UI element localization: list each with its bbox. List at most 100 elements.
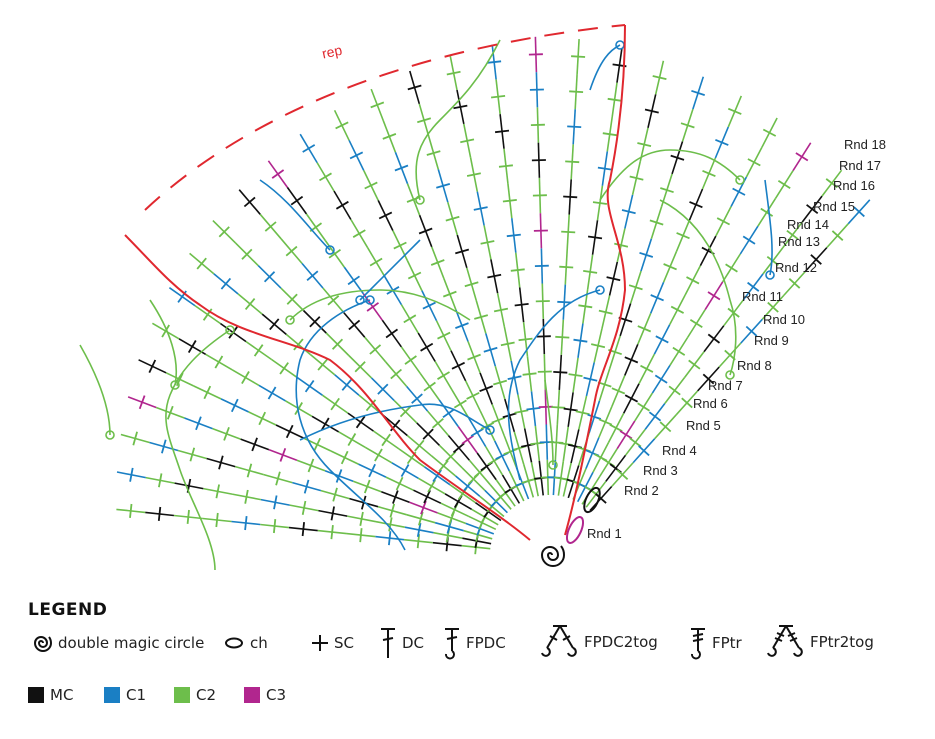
- sc-stitch: [263, 271, 276, 283]
- sc-stitch: [624, 356, 639, 364]
- sc-stitch: [573, 338, 588, 343]
- sc-stitch: [767, 301, 779, 313]
- sc-stitch: [707, 333, 721, 344]
- legend-fptr2tog: FPtr2tog: [766, 622, 874, 662]
- sc-stitch: [707, 291, 721, 301]
- sc-stitch: [422, 428, 434, 440]
- legend-double-magic-circle: double magic circle: [28, 630, 204, 656]
- sc-stitch: [218, 455, 224, 470]
- sc-stitch: [389, 503, 396, 518]
- sc-stitch: [273, 519, 277, 534]
- sc-stitch: [663, 263, 677, 271]
- sc-stitch: [587, 413, 602, 420]
- sc-stitch: [317, 358, 328, 371]
- sc-stitch: [241, 248, 253, 260]
- sc-stitch: [438, 459, 449, 472]
- sc-stitch: [411, 393, 423, 404]
- repeat-lines: [124, 24, 627, 541]
- sc-stitch: [246, 463, 253, 478]
- sc-stitch: [418, 511, 424, 526]
- sc-stitch: [616, 469, 629, 480]
- sc-stitch: [196, 257, 207, 270]
- sc-stitch: [598, 418, 613, 426]
- sc-stitch: [279, 362, 289, 375]
- legend-color-c3: C3: [244, 686, 286, 704]
- sc-stitch: [426, 150, 441, 156]
- dc-icon: [381, 628, 395, 658]
- sc-stitch: [766, 255, 779, 266]
- sc-stitch: [650, 294, 664, 302]
- sc-stitch: [138, 395, 146, 410]
- post-stitch-curve: [295, 299, 406, 551]
- sc-stitch: [230, 398, 239, 413]
- legend-sc: SC: [310, 630, 354, 656]
- sc-stitch: [629, 175, 644, 181]
- post-stitch-curve: [599, 149, 741, 201]
- sc-stitch: [309, 316, 321, 328]
- sc-stitch: [157, 506, 162, 521]
- double-magic-circle-icon: [33, 636, 53, 652]
- sc-stitch: [330, 506, 335, 521]
- stitch-ray: [585, 169, 843, 508]
- sc-stitch: [369, 257, 383, 267]
- legend-label: FPtr2tog: [810, 633, 874, 651]
- sc-stitch: [215, 512, 219, 528]
- sc-stitch: [366, 302, 380, 312]
- sc-stitch: [551, 406, 566, 409]
- sc-stitch: [742, 235, 756, 245]
- sc-stitch: [491, 416, 506, 424]
- sc-stitch: [652, 75, 667, 80]
- sc-stitch: [161, 439, 167, 454]
- sc-stitch: [487, 60, 502, 64]
- sc-stitch: [507, 375, 522, 380]
- sc-stitch: [725, 263, 738, 273]
- sc-stitch: [445, 450, 457, 463]
- sc-stitch: [301, 522, 305, 537]
- sc-stitch: [374, 448, 383, 462]
- sc-stitch: [609, 423, 623, 432]
- fpdc-icon: [445, 628, 459, 660]
- sc-stitch: [461, 434, 474, 445]
- sc-stitch: [760, 207, 774, 217]
- sc-stitch: [510, 268, 525, 272]
- stitch-ray: [127, 395, 495, 536]
- legend-label: FPDC: [466, 634, 506, 652]
- post-stitch-curve: [415, 39, 501, 201]
- sc-stitch: [218, 226, 230, 238]
- sc-stitch: [597, 166, 612, 171]
- sc-stitch: [195, 416, 202, 431]
- fp-hook: [735, 175, 745, 185]
- double-magic-circle: [540, 545, 565, 567]
- round-label: Rnd 12: [775, 260, 817, 275]
- sc-stitch: [628, 284, 643, 291]
- sc-stitch: [473, 206, 488, 211]
- sc-stitch: [271, 169, 285, 179]
- fp-hook: [765, 270, 775, 280]
- legend-fptr: FPtr: [688, 626, 742, 660]
- round-label: Rnd 7: [708, 378, 743, 393]
- legend: LEGEND double magic circle ch SC DC: [28, 598, 918, 733]
- sc-stitch: [451, 361, 465, 370]
- sc-stitch: [330, 525, 334, 540]
- sc-stitch: [442, 290, 457, 298]
- sc-stitch: [563, 407, 578, 412]
- stitch-ray: [547, 39, 586, 496]
- round-label: Rnd 8: [737, 358, 772, 373]
- stitch-ray: [487, 44, 549, 496]
- sc-stitch: [571, 55, 586, 58]
- sc-stitch: [203, 385, 212, 400]
- sc-stitch: [453, 399, 467, 409]
- stitch-ray: [267, 160, 516, 507]
- sc-stitch: [354, 361, 366, 373]
- sc-stitch: [494, 129, 510, 134]
- sc-stitch: [853, 206, 865, 218]
- sc-stitch: [189, 447, 196, 462]
- sc-stitch: [279, 447, 287, 462]
- sc-stitch: [269, 318, 280, 331]
- round-label: Rnd 2: [624, 483, 659, 498]
- sc-stitch: [502, 412, 517, 419]
- legend-label: ch: [250, 634, 268, 652]
- stitch-ray: [370, 88, 530, 500]
